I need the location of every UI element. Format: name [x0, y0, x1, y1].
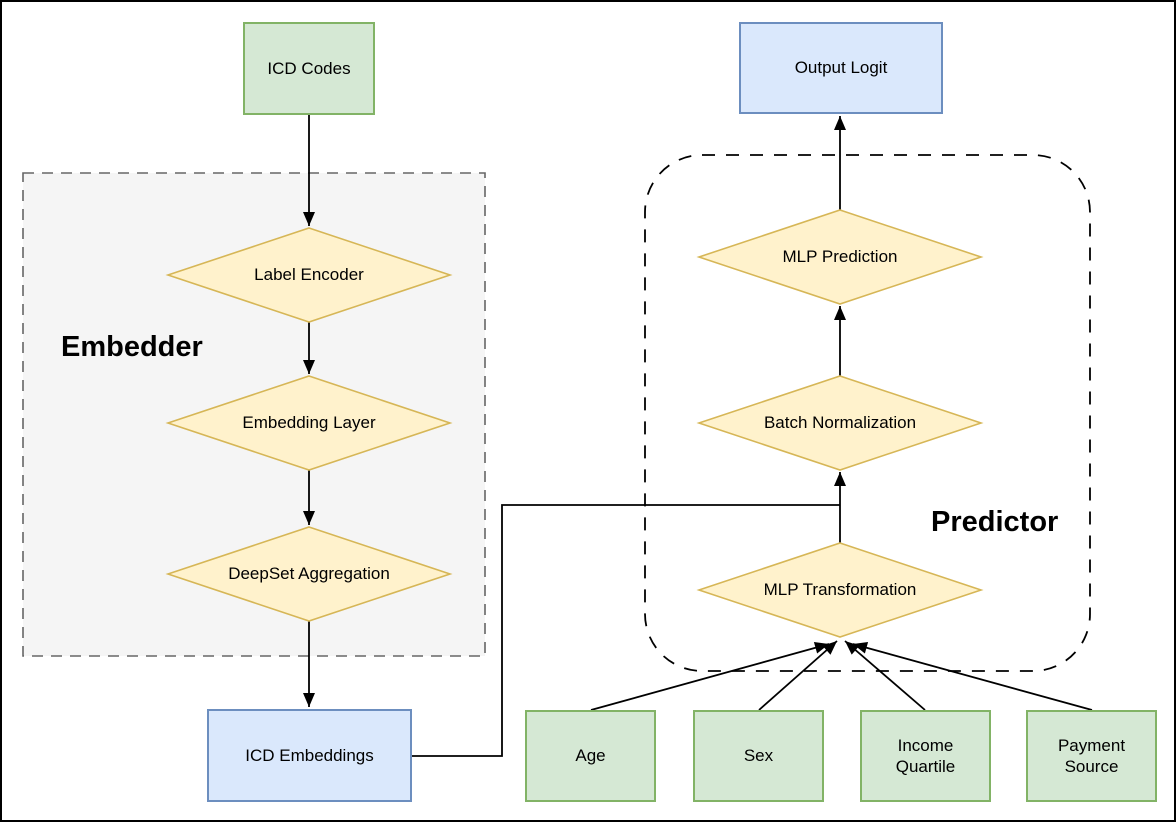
- output-logit-node: Output Logit: [739, 22, 943, 114]
- label-encoder-diamond: [165, 227, 453, 323]
- payment-source-node: Payment Source: [1026, 710, 1157, 802]
- deepset-aggregation-diamond: [165, 526, 453, 622]
- age-node: Age: [525, 710, 656, 802]
- arrow-sex-to-mlptransformation: [758, 640, 838, 711]
- predictor-group-label: Predictor: [931, 506, 1059, 538]
- icd-embeddings-node: ICD Embeddings: [207, 709, 412, 802]
- batch-normalization-diamond: [696, 375, 984, 471]
- mlp-transformation-diamond: [696, 542, 984, 638]
- arrow-paymentsource-to-mlptransformation: [852, 641, 1093, 711]
- icd-codes-node: ICD Codes: [243, 22, 375, 115]
- sex-node: Sex: [693, 710, 824, 802]
- embedder-group-label: Embedder: [61, 331, 203, 363]
- connector-icdembeddings-to-predictor: [412, 504, 840, 757]
- arrow-age-to-mlptransformation: [590, 641, 830, 711]
- mlp-prediction-diamond: [696, 209, 984, 305]
- embedding-layer-diamond: [165, 375, 453, 471]
- arrow-incomequartile-to-mlptransformation: [844, 640, 926, 711]
- income-quartile-node: Income Quartile: [860, 710, 991, 802]
